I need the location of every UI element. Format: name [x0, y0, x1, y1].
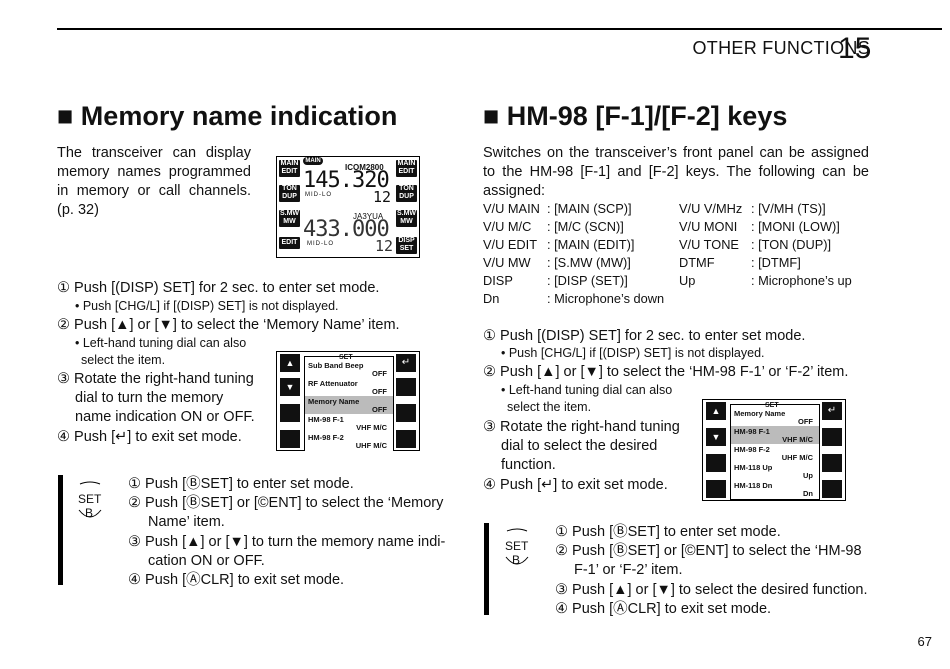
lcd-key-left-1: MAIN EDIT [279, 160, 300, 177]
mic-set-key-icon: SET B [76, 480, 104, 520]
right-mic-step-2: ② Push [ⒷSET] or [©ENT] to select the ‘H… [555, 543, 862, 559]
right-step-2-note-a: • Left-hand tuning dial can also [501, 383, 673, 397]
page-title-hm98: ■ HM-98 [F-1]/[F-2] keys [483, 101, 788, 131]
section-number: 15 [838, 32, 872, 65]
left-step-3-line-2: dial to turn the memory [75, 390, 224, 406]
frequency-top: 145.320 [303, 168, 390, 193]
left-mic-step-2-cont: Name’ item. [148, 514, 225, 530]
blank-key-1 [706, 454, 726, 472]
right-step-3-line-3: function. [501, 457, 556, 473]
right-mic-step-1: ① Push [ⒷSET] to enter set mode. [555, 524, 781, 540]
blank-key-3 [822, 428, 842, 446]
lcd-key-right-1: MAIN EDIT [396, 160, 417, 177]
left-step-2-note-b: select the item. [81, 353, 166, 367]
up-arrow-icon: ▲ [706, 402, 726, 420]
option-row: V/U MAIN: [MAIN (SCP)]V/U V/MHz: [V/MH (… [483, 201, 826, 216]
left-mic-step-1: ① Push [ⒷSET] to enter set mode. [128, 476, 354, 492]
set-label: SET [339, 354, 353, 361]
right-mic-step-4: ④ Push [ⒶCLR] to exit set mode. [555, 601, 772, 617]
intro-hm98: Switches on the transceiver’s front pane… [483, 145, 869, 199]
channel-top: 12 [373, 188, 392, 206]
right-step-4: ④ Push [↵] to exit set mode. [483, 477, 668, 493]
lcd-key-left-2: TON DUP [279, 185, 300, 202]
power-top: MID-LO [305, 192, 332, 198]
blank-key-4 [822, 454, 842, 472]
lcd-key-right-4: DISP SET [396, 237, 417, 254]
option-row: Dn: Microphone’s down [483, 291, 665, 306]
left-step-4: ④ Push [↵] to exit set mode. [57, 429, 242, 445]
return-icon: ↵ [396, 354, 416, 372]
right-step-3: ③ Rotate the right-hand tuning [483, 419, 680, 435]
right-step-2: ② Push [▲] or [▼] to select the ‘HM-98 F… [483, 364, 849, 380]
down-arrow-icon: ▼ [706, 428, 726, 446]
blank-key-2 [280, 430, 300, 448]
mic-section-bar [484, 523, 489, 615]
memory-name-bottom: JA3YUA [353, 212, 384, 221]
down-arrow-icon: ▼ [280, 378, 300, 396]
left-step-2-note-a: • Left-hand tuning dial can also [75, 336, 247, 350]
intro-memory-name: The transceiver can display memory names… [57, 145, 251, 218]
up-arrow-icon: ▲ [280, 354, 300, 372]
assignable-options-table: V/U MAIN: [MAIN (SCP)]V/U V/MHz: [V/MH (… [483, 201, 854, 309]
lcd-display: MAIN EDIT TON DUP S.MW MW EDIT MAIN EDIT… [276, 156, 420, 258]
lcd-key-left-3: S.MW MW [279, 210, 300, 227]
page-title-memory-name: ■ Memory name indication [57, 101, 398, 131]
blank-key-3 [396, 378, 416, 396]
left-step-1-note: • Push [CHG/L] if [(DISP) SET] is not di… [75, 299, 339, 313]
option-row: V/U M/C: [M/C (SCN)]V/U MONI: [MONI (LOW… [483, 219, 840, 234]
mic-set-key-icon: SET B [503, 527, 531, 567]
blank-key-1 [280, 404, 300, 422]
blank-key-5 [396, 430, 416, 448]
section-header: OTHER FUNCTIONS [692, 38, 870, 58]
power-bottom: MID-LO [307, 241, 334, 247]
blank-key-2 [706, 480, 726, 498]
left-mic-step-3: ③ Push [▲] or [▼] to turn the memory nam… [128, 534, 446, 550]
right-mic-step-3: ③ Push [▲] or [▼] to select the desired … [555, 582, 868, 598]
left-step-2: ② Push [▲] or [▼] to select the ‘Memory … [57, 317, 400, 333]
left-mic-step-3-cont: cation ON or OFF. [148, 553, 265, 569]
mic-section-bar [58, 475, 63, 585]
channel-bottom: 12 [375, 237, 394, 255]
return-icon: ↵ [822, 402, 842, 420]
lcd-key-right-3: S.MW MW [396, 210, 417, 227]
left-step-3: ③ Rotate the right-hand tuning [57, 371, 254, 387]
right-step-2-note-b: select the item. [507, 400, 592, 414]
left-step-3-line-3: name indication ON or OFF. [75, 409, 255, 425]
blank-key-4 [396, 404, 416, 422]
left-mic-step-2: ② Push [ⒷSET] or [©ENT] to select the ‘M… [128, 495, 444, 511]
option-row: V/U EDIT: [MAIN (EDIT)]V/U TONE: [TON (D… [483, 237, 832, 252]
blank-key-5 [822, 480, 842, 498]
lcd-key-left-4: EDIT [279, 237, 300, 249]
lcd-key-right-2: TON DUP [396, 185, 417, 202]
frequency-bottom: 433.000 [303, 217, 390, 242]
right-mic-step-2-cont: F-1’ or ‘F-2’ item. [574, 562, 683, 578]
right-step-3-line-2: dial to select the desired [501, 438, 658, 454]
left-step-1: ① Push [(DISP) SET] for 2 sec. to enter … [57, 280, 380, 296]
memory-name-top: ICOM2800 [345, 163, 384, 172]
option-row: DISP: [DISP (SET)]Up: Microphone’s up [483, 273, 852, 288]
right-step-1-note: • Push [CHG/L] if [(DISP) SET] is not di… [501, 346, 765, 360]
set-label: SET [765, 402, 779, 409]
header-rule [57, 28, 942, 30]
right-step-1: ① Push [(DISP) SET] for 2 sec. to enter … [483, 328, 806, 344]
left-mic-step-4: ④ Push [ⒶCLR] to exit set mode. [128, 572, 345, 588]
page-number: 67 [917, 634, 932, 649]
option-row: V/U MW: [S.MW (MW)]DTMF: [DTMF] [483, 255, 801, 270]
main-badge: MAIN [303, 157, 323, 165]
